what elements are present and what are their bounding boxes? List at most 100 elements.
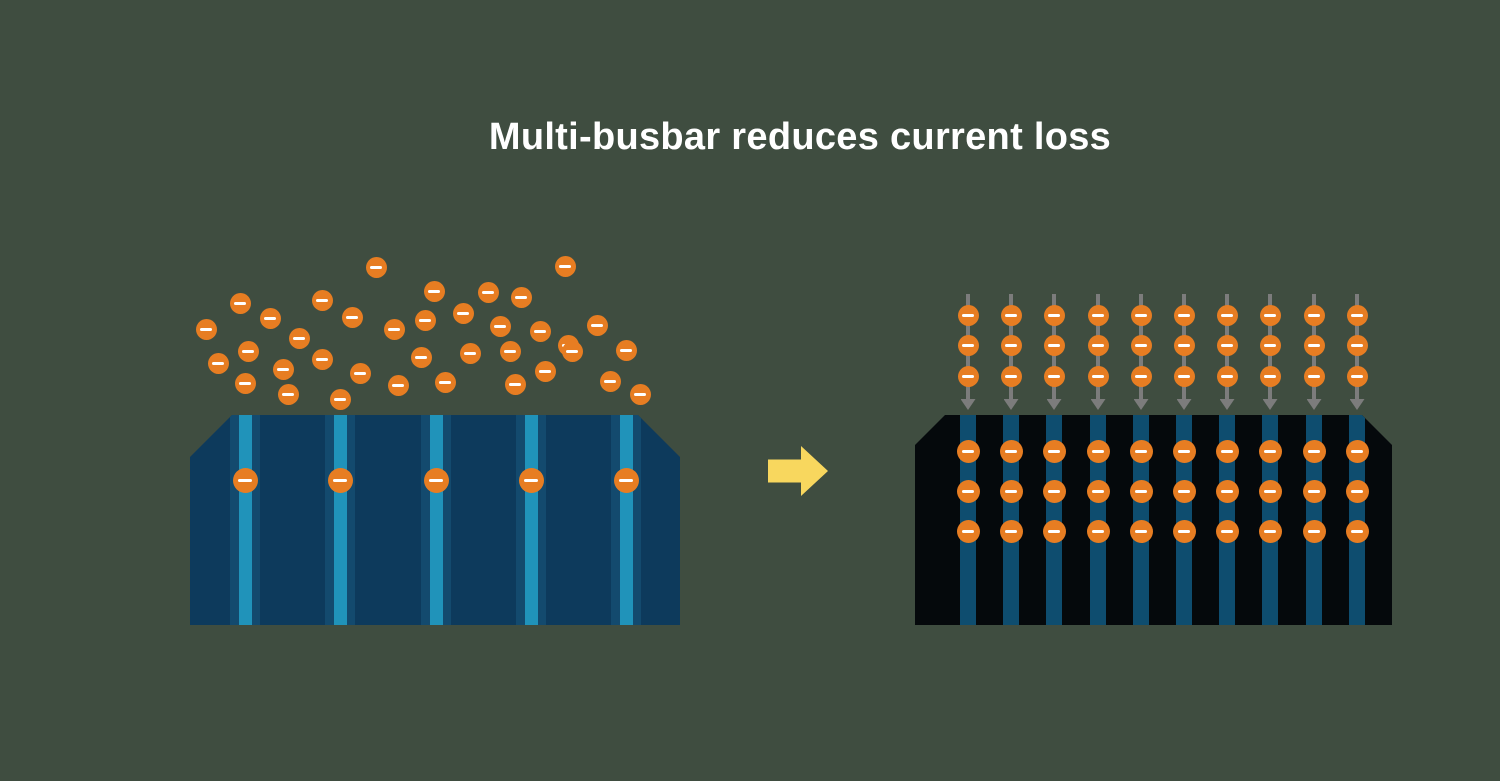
minus-icon <box>316 357 328 361</box>
minus-icon <box>620 348 632 352</box>
busbar <box>1133 415 1149 625</box>
minus-icon <box>539 369 551 373</box>
minus-icon <box>370 265 382 269</box>
down-arrow-icon <box>1003 399 1019 410</box>
down-arrow-icon <box>1306 399 1322 410</box>
electron-icon <box>234 372 256 394</box>
electron-icon <box>599 370 621 392</box>
minus-icon <box>534 329 546 333</box>
electron-icon <box>554 255 576 277</box>
electron-icon <box>1000 304 1022 326</box>
minus-icon <box>494 324 506 328</box>
electron-icon <box>195 318 217 340</box>
electron-icon <box>1259 365 1281 387</box>
down-arrow-icon <box>1046 399 1062 410</box>
electron-icon <box>410 346 432 368</box>
right-arrow-icon <box>768 446 828 496</box>
electron-icon <box>341 306 363 328</box>
minus-icon <box>1351 313 1363 317</box>
down-arrow-shaft <box>1139 294 1143 399</box>
minus-icon <box>1308 374 1320 378</box>
minus-icon <box>962 313 974 317</box>
minus-icon <box>239 381 251 385</box>
minus-icon <box>1092 374 1104 378</box>
minus-icon <box>457 311 469 315</box>
down-arrow-icon <box>960 399 976 410</box>
minus-icon <box>1264 374 1276 378</box>
electron-icon <box>1130 304 1152 326</box>
electron-icon <box>1259 334 1281 356</box>
minus-icon <box>242 349 254 353</box>
down-arrow-shaft <box>1096 294 1100 399</box>
minus-icon <box>634 392 646 396</box>
busbar <box>1349 415 1365 625</box>
electron-icon <box>504 373 526 395</box>
electron-icon <box>477 281 499 303</box>
electron-icon <box>259 307 281 329</box>
electron-icon <box>1173 304 1195 326</box>
minus-icon <box>439 380 451 384</box>
minus-icon <box>1005 343 1017 347</box>
electron-icon <box>229 292 251 314</box>
minus-icon <box>464 351 476 355</box>
minus-icon <box>354 371 366 375</box>
electron-icon <box>1087 365 1109 387</box>
minus-icon <box>293 336 305 340</box>
down-arrow-shaft <box>1009 294 1013 399</box>
electron-icon <box>311 348 333 370</box>
electron-icon <box>957 334 979 356</box>
minus-icon <box>428 289 440 293</box>
busbar <box>1046 415 1062 625</box>
down-arrow-shaft <box>1052 294 1056 399</box>
diagram-title: Multi-busbar reduces current loss <box>488 116 1112 158</box>
electron-icon <box>510 286 532 308</box>
busbar <box>430 415 443 625</box>
electron-icon <box>423 280 445 302</box>
busbar <box>1262 415 1278 625</box>
electron-icon <box>529 320 551 342</box>
minus-icon <box>234 301 246 305</box>
electron-icon <box>329 388 351 410</box>
busbar <box>1003 415 1019 625</box>
busbar <box>334 415 347 625</box>
minus-icon <box>1221 313 1233 317</box>
electron-icon <box>957 365 979 387</box>
minus-icon <box>1048 343 1060 347</box>
busbar <box>1306 415 1322 625</box>
electron-icon <box>1173 365 1195 387</box>
electron-icon <box>365 256 387 278</box>
minus-icon <box>388 327 400 331</box>
minus-icon <box>1178 343 1190 347</box>
electron-icon <box>1130 365 1152 387</box>
down-arrow-shaft <box>1355 294 1359 399</box>
electron-icon <box>1087 334 1109 356</box>
minus-icon <box>1221 374 1233 378</box>
minus-icon <box>962 343 974 347</box>
electron-icon <box>629 383 651 405</box>
electron-icon <box>207 352 229 374</box>
minus-icon <box>509 382 521 386</box>
minus-icon <box>566 349 578 353</box>
minus-icon <box>1005 374 1017 378</box>
minus-icon <box>264 316 276 320</box>
electron-icon <box>434 371 456 393</box>
down-arrow-icon <box>1262 399 1278 410</box>
minus-icon <box>419 318 431 322</box>
minus-icon <box>515 295 527 299</box>
minus-icon <box>1221 343 1233 347</box>
electron-icon <box>1346 304 1368 326</box>
electron-icon <box>459 342 481 364</box>
electron-icon <box>383 318 405 340</box>
busbar <box>1219 415 1235 625</box>
electron-icon <box>1043 334 1065 356</box>
minus-icon <box>604 379 616 383</box>
down-arrow-shaft <box>1312 294 1316 399</box>
standard-cell <box>190 415 680 625</box>
minus-icon <box>1264 343 1276 347</box>
minus-icon <box>591 323 603 327</box>
minus-icon <box>504 349 516 353</box>
electron-icon <box>1303 334 1325 356</box>
down-arrow-icon <box>1349 399 1365 410</box>
busbar <box>620 415 633 625</box>
